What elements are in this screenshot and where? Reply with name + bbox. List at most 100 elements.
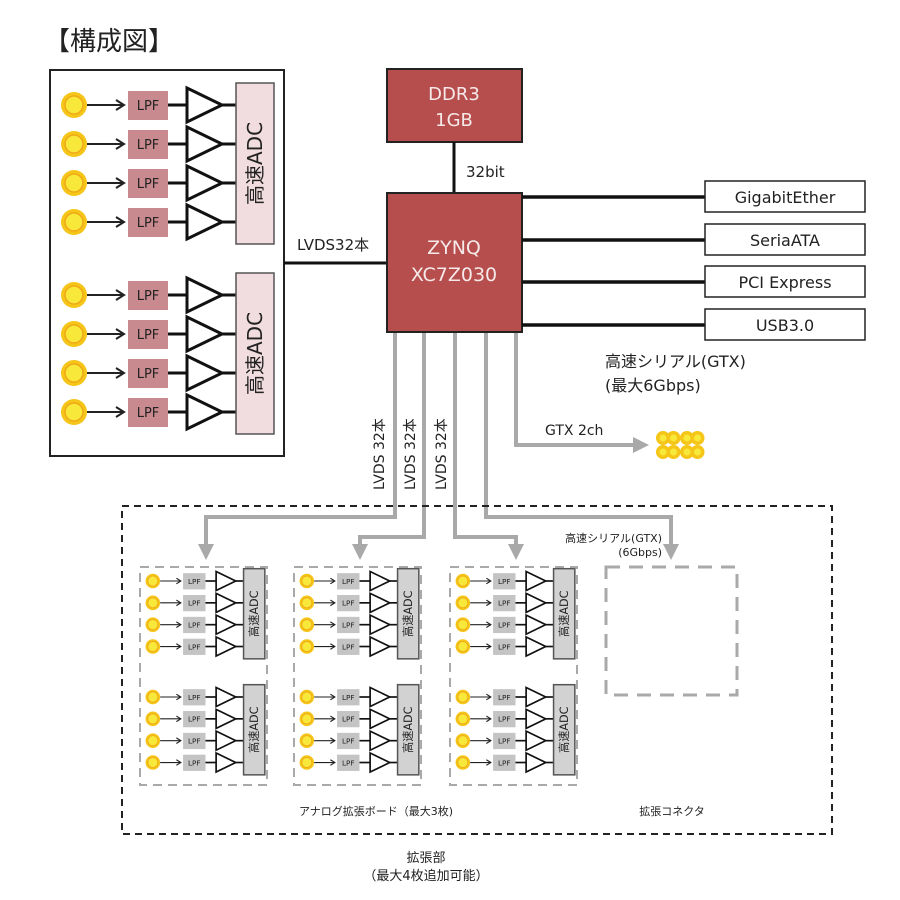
interface-box-usb3-0 bbox=[704, 308, 866, 341]
high-speed-adc-block bbox=[235, 272, 275, 435]
arrow-icon bbox=[115, 177, 126, 189]
gtx-2ch-link bbox=[514, 333, 649, 453]
lvds-down-label-1: LVDS 32本 bbox=[372, 418, 388, 490]
lpf-label: LPF bbox=[137, 289, 160, 304]
input-connector-inner bbox=[147, 757, 159, 768]
lpf-block bbox=[183, 711, 206, 728]
arrow-icon bbox=[330, 715, 336, 723]
arrow-icon bbox=[486, 643, 492, 650]
arrow-icon bbox=[176, 621, 182, 628]
lpf-label: LPF bbox=[342, 758, 355, 767]
ddr-bus-label: 32bit bbox=[466, 163, 505, 181]
lpf-block bbox=[128, 359, 168, 388]
lpf-block bbox=[493, 711, 516, 728]
high-speed-adc-block bbox=[552, 683, 576, 776]
high-speed-adc-block bbox=[242, 683, 266, 776]
lpf-label: LPF bbox=[498, 577, 511, 586]
lpf-label: LPF bbox=[498, 715, 511, 724]
lpf-block bbox=[128, 398, 168, 427]
lpf-block bbox=[183, 595, 206, 612]
lvds-link-label: LVDS32本 bbox=[297, 236, 369, 254]
amplifier-icon bbox=[369, 729, 392, 752]
input-connector-inner bbox=[64, 402, 84, 422]
interface-label: GigabitEther bbox=[735, 188, 836, 207]
arrow-icon bbox=[486, 621, 492, 628]
amplifier-icon bbox=[369, 751, 392, 774]
zynq-label: ZYNQ bbox=[427, 237, 481, 259]
arrow-icon bbox=[486, 737, 492, 744]
input-connector-inner bbox=[64, 363, 84, 383]
amplifier-icon bbox=[185, 314, 226, 354]
interface-box-seriaata bbox=[704, 223, 866, 256]
lvds-link-board3 bbox=[453, 333, 524, 560]
input-connector-inner bbox=[457, 575, 469, 587]
lpf-block bbox=[183, 689, 206, 706]
section-caption-line2: （最大4枚追加可能） bbox=[363, 868, 488, 884]
lpf-label: LPF bbox=[498, 642, 511, 651]
gtx-connector-inner bbox=[683, 448, 691, 456]
lpf-block bbox=[183, 754, 206, 771]
lpf-label: LPF bbox=[342, 715, 355, 724]
amplifier-icon bbox=[369, 635, 392, 658]
input-connector-inner bbox=[64, 134, 84, 154]
arrow-icon bbox=[330, 577, 336, 585]
amplifier-icon bbox=[185, 163, 226, 203]
lpf-label: LPF bbox=[498, 599, 511, 608]
gtx-connector-inner bbox=[683, 434, 691, 442]
input-connector-inner bbox=[457, 641, 469, 652]
gtx-link-expansion bbox=[484, 333, 679, 560]
section-caption-line1: 拡張部 bbox=[406, 851, 445, 866]
input-connector-inner bbox=[457, 713, 469, 725]
interface-box-pci-express bbox=[704, 265, 866, 298]
gtx-2ch-label: GTX 2ch bbox=[545, 423, 603, 439]
high-speed-adc-block bbox=[242, 567, 266, 660]
expansion-board-frame bbox=[449, 566, 578, 786]
lpf-label: LPF bbox=[188, 736, 201, 745]
amplifier-icon bbox=[185, 202, 226, 242]
adc-label: 高速ADC bbox=[247, 590, 261, 637]
adc-label: 高速ADC bbox=[401, 590, 415, 637]
amplifier-icon bbox=[215, 707, 238, 730]
lvds-link-board2 bbox=[352, 333, 426, 560]
high-speed-adc-block bbox=[552, 567, 576, 660]
gtx-connector-inner bbox=[670, 448, 677, 456]
input-connector-inner bbox=[457, 757, 469, 768]
interface-label: USB3.0 bbox=[756, 316, 814, 335]
lpf-label: LPF bbox=[342, 620, 355, 629]
lpf-label: LPF bbox=[188, 642, 201, 651]
amplifier-icon bbox=[369, 707, 392, 730]
input-connector-inner bbox=[301, 619, 313, 631]
lpf-block bbox=[183, 732, 206, 750]
input-connector-inner bbox=[301, 713, 313, 725]
input-connector-inner bbox=[147, 619, 159, 631]
expansion-boards: LPF LPF LPF LPF 高速ADC LPF LPF LPF LPF 高速ADC LPF LPF… bbox=[139, 566, 578, 786]
lpf-block bbox=[493, 573, 516, 590]
lpf-block bbox=[183, 573, 206, 590]
lpf-label: LPF bbox=[188, 693, 201, 702]
ddr3-block bbox=[386, 68, 523, 143]
gtx-connector-cluster bbox=[656, 431, 705, 459]
arrow-icon bbox=[330, 737, 336, 744]
lpf-label: LPF bbox=[498, 620, 511, 629]
amplifier-icon bbox=[215, 613, 238, 636]
arrow-icon bbox=[330, 621, 336, 628]
adc-label: 高速ADC bbox=[243, 312, 267, 395]
input-connector-inner bbox=[457, 691, 469, 703]
lpf-label: LPF bbox=[137, 177, 160, 192]
expansion-gtx-label-line2: (6Gbps) bbox=[618, 546, 662, 559]
zynq-block bbox=[386, 192, 523, 333]
arrow-icon bbox=[176, 599, 182, 607]
lpf-block bbox=[337, 638, 360, 655]
expansion-section-frame bbox=[121, 505, 833, 835]
amplifier-icon bbox=[185, 392, 226, 432]
lpf-block bbox=[337, 616, 360, 634]
gtx-connector-inner bbox=[670, 434, 677, 442]
amplifier-icon bbox=[369, 613, 392, 636]
adc-label: 高速ADC bbox=[557, 590, 571, 637]
high-speed-adc-block bbox=[235, 82, 275, 245]
amplifier-icon bbox=[185, 275, 226, 315]
